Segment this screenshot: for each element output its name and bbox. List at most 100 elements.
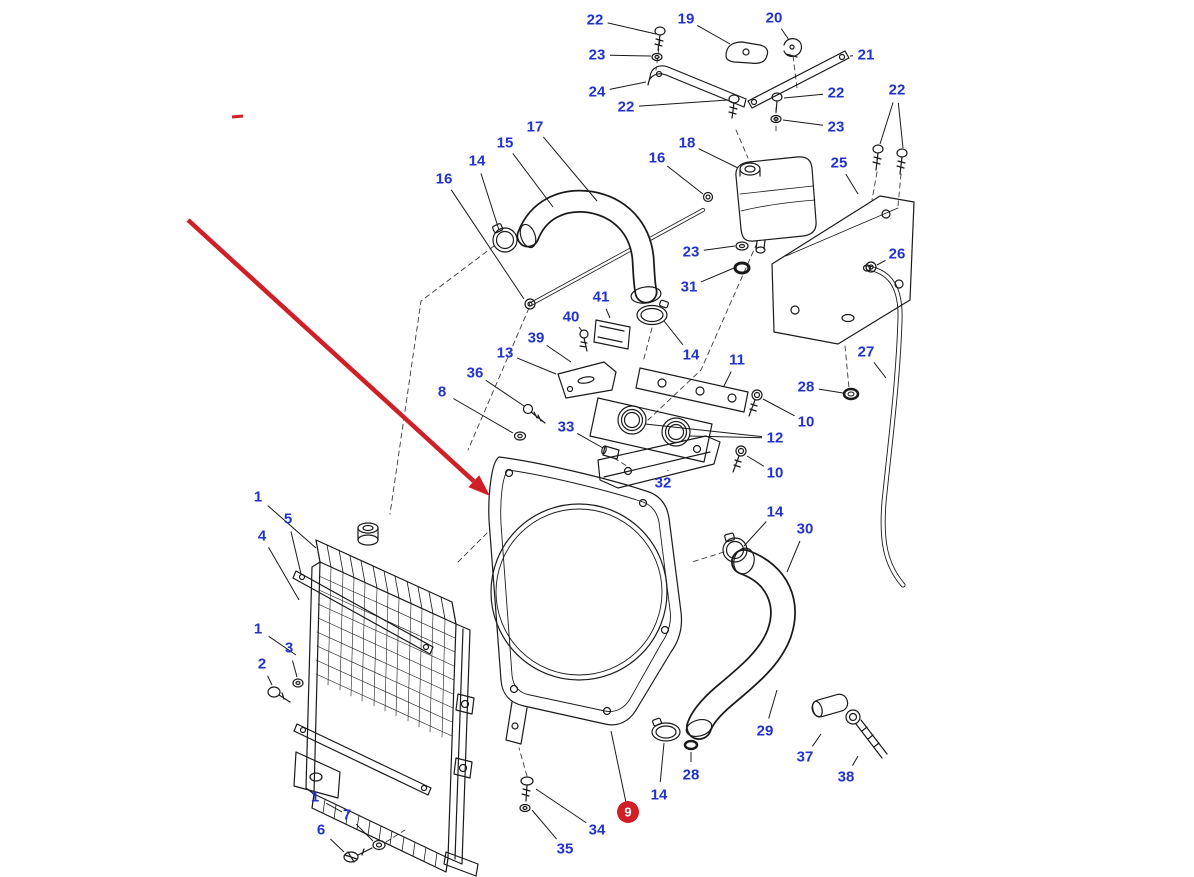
- shroud-hole: [638, 498, 648, 508]
- part-callout-3[interactable]: 3: [285, 640, 293, 657]
- part-callout-39[interactable]: 39: [528, 330, 545, 347]
- part-callout-5[interactable]: 5: [284, 511, 292, 528]
- part-callout-14[interactable]: 14: [651, 787, 668, 804]
- bolt-10: [751, 389, 763, 401]
- grommet-31: [733, 261, 751, 275]
- bolt-38-shaft: [855, 719, 888, 759]
- part-callout-10[interactable]: 10: [767, 465, 784, 482]
- part-callout-29[interactable]: 29: [757, 723, 774, 740]
- bolt-10: [735, 445, 747, 457]
- part-callout-23[interactable]: 23: [828, 119, 845, 136]
- part-callout-35[interactable]: 35: [557, 841, 574, 858]
- part-callout-14[interactable]: 14: [767, 504, 784, 521]
- part-callout-20[interactable]: 20: [766, 10, 783, 27]
- leader-line: [610, 730, 629, 813]
- part-callout-22[interactable]: 22: [828, 85, 845, 102]
- part-callout-18[interactable]: 18: [679, 135, 696, 152]
- leader-line: [609, 81, 647, 90]
- part-callout-14[interactable]: 14: [469, 153, 486, 170]
- bolt-34-shaft: [521, 784, 531, 802]
- part-callout-34[interactable]: 34: [589, 822, 606, 839]
- selected-part-number[interactable]: 9: [624, 805, 631, 820]
- part-callout-8[interactable]: 8: [438, 384, 446, 401]
- leader-line: [782, 119, 824, 126]
- part-callout-25[interactable]: 25: [831, 155, 848, 172]
- part-callout-40[interactable]: 40: [563, 309, 580, 326]
- washer-3-hole: [295, 680, 301, 686]
- part-callout-1[interactable]: 1: [311, 789, 319, 806]
- part-callout-28[interactable]: 28: [683, 767, 700, 784]
- strap-21-hole: [750, 98, 758, 106]
- leader-line: [485, 379, 525, 407]
- part-callout-22[interactable]: 22: [618, 99, 635, 116]
- bolt-40-shaft: [579, 337, 588, 352]
- strap-21: [747, 50, 850, 109]
- clip-26-hole: [868, 264, 874, 270]
- part-callout-33[interactable]: 33: [558, 419, 575, 436]
- part-callout-17[interactable]: 17: [527, 119, 544, 136]
- part-callout-24[interactable]: 24: [589, 84, 606, 101]
- part-callout-1[interactable]: 1: [254, 489, 262, 506]
- part-callout-23[interactable]: 23: [683, 244, 700, 261]
- part-callout-21[interactable]: 21: [858, 47, 875, 64]
- part-callout-28[interactable]: 28: [798, 379, 815, 396]
- overflow-tube: [862, 264, 906, 588]
- part-callout-13[interactable]: 13: [497, 345, 514, 362]
- leader-line: [666, 165, 704, 195]
- part-callout-16[interactable]: 16: [649, 150, 666, 167]
- tube-core: [866, 266, 905, 587]
- part-callout-7[interactable]: 7: [343, 807, 351, 824]
- seal-plate-opening: [617, 405, 647, 435]
- part-callout-23[interactable]: 23: [589, 47, 606, 64]
- spacer-37-end: [811, 700, 823, 718]
- part-callout-1[interactable]: 1: [254, 621, 262, 638]
- washer-7: [372, 839, 386, 851]
- part-callout-41[interactable]: 41: [593, 289, 610, 306]
- part-callout-19[interactable]: 19: [678, 11, 695, 28]
- part-callout-22[interactable]: 22: [587, 12, 604, 29]
- part-callout-11[interactable]: 11: [729, 352, 745, 369]
- part-callout-2[interactable]: 2: [258, 656, 266, 673]
- washer-35-hole: [522, 805, 528, 811]
- selected-part-badge[interactable]: [617, 801, 639, 823]
- bolt-6: [343, 851, 359, 863]
- tank-outlet-end: [755, 246, 766, 254]
- part-callout-6[interactable]: 6: [317, 822, 325, 839]
- part-callout-4[interactable]: 4: [258, 528, 267, 545]
- strap-hole: [298, 573, 306, 581]
- bolt-10-head: [737, 447, 745, 455]
- tank-seams: [739, 185, 816, 212]
- grommet-16-hole: [705, 194, 711, 200]
- part-callout-16[interactable]: 16: [436, 171, 453, 188]
- leader-line: [542, 136, 598, 202]
- part-callout-15[interactable]: 15: [497, 135, 514, 152]
- part-callout-10[interactable]: 10: [798, 414, 815, 431]
- leader-line: [873, 361, 887, 379]
- part-callout-31[interactable]: 31: [681, 279, 698, 296]
- part-callout-22[interactable]: 22: [889, 82, 906, 99]
- part-callout-12[interactable]: 12: [767, 430, 784, 447]
- part-callout-32[interactable]: 32: [655, 475, 672, 492]
- part-callout-26[interactable]: 26: [889, 246, 906, 263]
- leader-line: [531, 809, 557, 840]
- part-callout-30[interactable]: 30: [797, 521, 814, 538]
- leader-line: [663, 320, 684, 346]
- part-callout-27[interactable]: 27: [858, 344, 875, 361]
- plate-bend-line: [785, 207, 899, 257]
- part-callout-14[interactable]: 14: [683, 347, 700, 364]
- part-callout-36[interactable]: 36: [467, 365, 484, 382]
- leader-line: [326, 802, 343, 813]
- hose-core: [518, 191, 656, 302]
- bolt-22: [728, 94, 740, 104]
- tank-outlet: [755, 239, 766, 251]
- washer-8-hole: [517, 433, 523, 439]
- part-callout-38[interactable]: 38: [838, 769, 855, 786]
- bottom-tank-fins: [311, 793, 449, 873]
- construction-lines: [385, 39, 902, 843]
- leader-line: [818, 388, 844, 394]
- strap-hole: [422, 643, 430, 651]
- bolt-6-head: [344, 851, 358, 863]
- part-callout-37[interactable]: 37: [797, 749, 814, 766]
- bracket-19: [725, 41, 769, 64]
